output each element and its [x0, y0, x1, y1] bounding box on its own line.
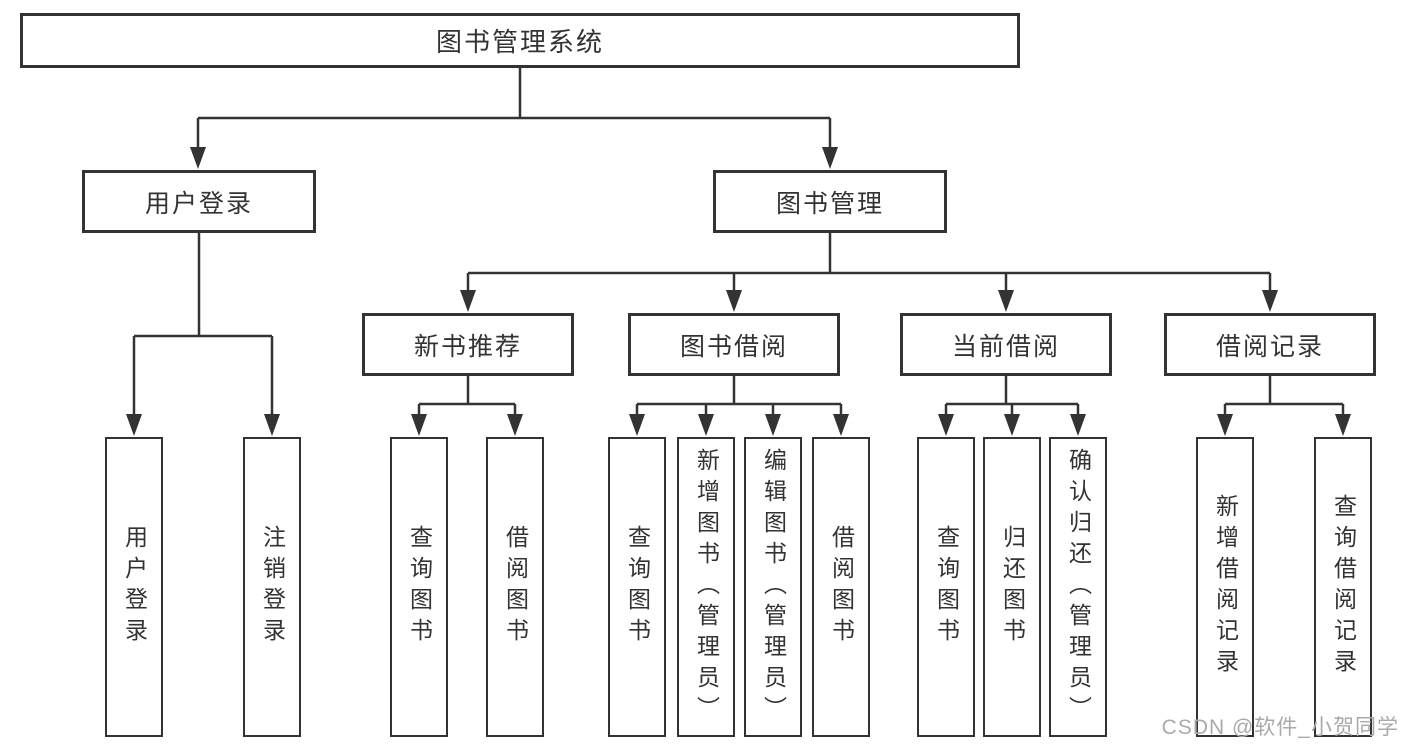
leaf-logout-login: 注销登录 [243, 437, 301, 737]
leaf-query-books-recommend: 查询图书 [390, 437, 448, 737]
node-label: 归还图书 [999, 525, 1026, 649]
leaf-query-books-current: 查询图书 [917, 437, 975, 737]
node-borrowing-records: 借阅记录 [1164, 313, 1376, 376]
node-label: 当前借阅 [951, 332, 1060, 361]
node-user-login: 用户登录 [82, 170, 316, 233]
node-new-book-recommendation: 新书推荐 [362, 313, 574, 376]
node-label: 新增借阅记录 [1212, 494, 1239, 680]
leaf-add-borrow-record: 新增借阅记录 [1196, 437, 1254, 737]
node-label: 图书管理系统 [435, 27, 604, 57]
leaf-user-login: 用户登录 [105, 437, 163, 737]
node-label: 图书借阅 [679, 332, 788, 361]
leaf-edit-book-admin: 编辑图书（管理员） [744, 437, 802, 737]
node-book-borrowing: 图书借阅 [628, 313, 840, 376]
node-label: 新书推荐 [413, 332, 522, 361]
node-label: 用户登录 [144, 189, 253, 218]
leaf-add-book-admin: 新增图书（管理员） [677, 437, 735, 737]
leaf-query-books-borrowing: 查询图书 [608, 437, 666, 737]
leaf-confirm-return-admin: 确认归还（管理员） [1049, 437, 1107, 737]
node-current-borrowing: 当前借阅 [900, 313, 1112, 376]
leaf-borrow-books-recommend: 借阅图书 [486, 437, 544, 737]
watermark-text: CSDN @软件_小贺同学 [1161, 716, 1399, 739]
node-label: 编辑图书（管理员） [760, 447, 787, 727]
node-label: 查询图书 [406, 525, 433, 649]
node-label: 查询图书 [624, 525, 651, 649]
arrowhead-icon [126, 147, 1351, 436]
node-book-management: 图书管理 [713, 170, 947, 233]
leaf-query-borrow-record: 查询借阅记录 [1314, 437, 1372, 737]
node-label: 注销登录 [259, 525, 286, 649]
node-label: 借阅图书 [502, 525, 529, 649]
node-label: 借阅记录 [1215, 332, 1324, 361]
node-label: 确认归还（管理员） [1065, 447, 1092, 727]
node-label: 查询图书 [933, 525, 960, 649]
arrowheads [126, 147, 1351, 436]
node-label: 图书管理 [775, 189, 884, 218]
node-label: 用户登录 [121, 525, 148, 649]
node-library-system: 图书管理系统 [20, 13, 1020, 68]
node-label: 借阅图书 [828, 525, 855, 649]
leaf-return-books: 归还图书 [983, 437, 1041, 737]
leaf-borrow-books: 借阅图书 [812, 437, 870, 737]
node-label: 新增图书（管理员） [693, 447, 720, 727]
node-label: 查询借阅记录 [1330, 494, 1357, 680]
